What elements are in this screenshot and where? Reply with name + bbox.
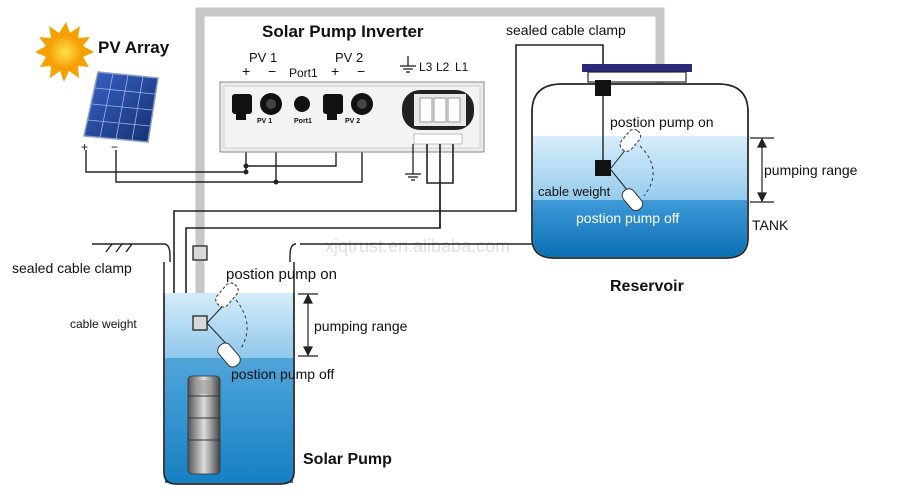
pv2-plus: + bbox=[331, 63, 340, 79]
submersible-pump bbox=[187, 375, 221, 475]
port1-label: Port1 bbox=[289, 66, 318, 80]
reservoir-tank bbox=[531, 64, 749, 259]
well-range-label: pumping range bbox=[314, 318, 408, 334]
pv-plus-terminal: + bbox=[81, 140, 89, 154]
well-pump-on-label: postion pump on bbox=[226, 266, 337, 283]
pv-array-label: PV Array bbox=[98, 38, 170, 57]
tank-cable-weight bbox=[595, 160, 611, 176]
well-float-switch bbox=[206, 282, 248, 368]
ground-icon bbox=[400, 56, 416, 73]
well bbox=[163, 262, 295, 485]
well-weight-label: cable weight bbox=[70, 317, 137, 331]
pv1-minus: − bbox=[268, 63, 277, 79]
inverter-panel bbox=[219, 56, 485, 153]
ground-icon bbox=[405, 144, 421, 181]
diagram-title: Solar Pump Inverter bbox=[262, 22, 424, 41]
tank-clamp-label: sealed cable clamp bbox=[506, 22, 626, 38]
terminal-block bbox=[402, 90, 474, 145]
well-cable-clamp bbox=[192, 245, 208, 261]
pv1-label: PV 1 bbox=[249, 50, 278, 65]
pv2-minus: − bbox=[357, 63, 366, 79]
watermark: xjqtrust.en.alibaba.com bbox=[325, 236, 511, 256]
pv1-plus: + bbox=[242, 63, 251, 79]
wire-junction bbox=[273, 179, 279, 185]
tank-weight-label: cable weight bbox=[538, 184, 611, 199]
wire-junction bbox=[243, 169, 249, 175]
pv-minus-terminal: − bbox=[111, 140, 119, 154]
panel-port1-label: Port1 bbox=[294, 118, 312, 125]
tank-pump-off-label: postion pump off bbox=[576, 210, 680, 226]
well-cable-weight bbox=[192, 315, 208, 331]
tank-name-label: TANK bbox=[752, 217, 789, 233]
l3-label: L3 bbox=[419, 60, 433, 74]
l2-label: L2 bbox=[436, 60, 450, 74]
tank-range-arrow bbox=[750, 137, 774, 203]
well-clamp-label: sealed cable clamp bbox=[12, 260, 132, 276]
tank-float-switch bbox=[610, 128, 654, 212]
wire-junction bbox=[243, 163, 249, 169]
port1-connector bbox=[294, 96, 310, 112]
sun-icon bbox=[35, 22, 94, 82]
pv1-connectors bbox=[232, 93, 282, 120]
solar-panel bbox=[83, 71, 159, 143]
reservoir-label: Reservoir bbox=[610, 278, 684, 295]
well-range-arrow bbox=[298, 293, 318, 357]
ground-surface bbox=[92, 243, 560, 262]
pv2-connectors bbox=[323, 93, 373, 120]
pv2-label: PV 2 bbox=[335, 50, 364, 65]
tank-cable-clamp bbox=[595, 80, 611, 96]
solar-pump-label: Solar Pump bbox=[303, 451, 392, 468]
water-pipe bbox=[195, 7, 665, 395]
panel-pv2-label: PV 2 bbox=[345, 118, 361, 125]
panel-pv1-label: PV 1 bbox=[257, 118, 273, 125]
tank-range-label: pumping range bbox=[764, 162, 858, 178]
well-pump-off-label: postion pump off bbox=[231, 366, 335, 382]
l1-label: L1 bbox=[455, 60, 469, 74]
tank-pump-on-label: postion pump on bbox=[610, 114, 714, 130]
